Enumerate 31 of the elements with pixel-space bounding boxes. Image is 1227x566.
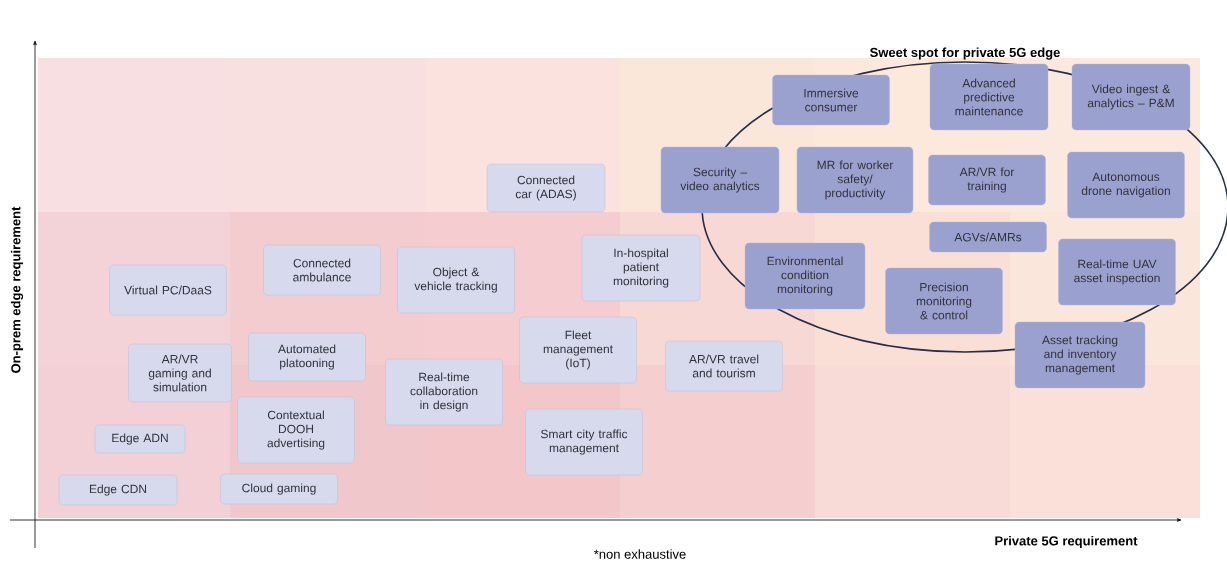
use-case-box: Edge CDN — [58, 474, 178, 506]
use-case-box: AR/VR for training — [928, 154, 1046, 206]
use-case-box: In-hospital patient monitoring — [581, 234, 701, 302]
use-case-box: Automated platooning — [248, 332, 366, 382]
use-case-box: AGVs/AMRs — [929, 221, 1047, 253]
use-case-box: Advanced predictive maintenance — [929, 63, 1049, 131]
use-case-box: Environmental condition monitoring — [744, 242, 866, 310]
footnote: *non exhaustive — [593, 549, 686, 559]
use-case-box: Security – video analytics — [660, 146, 780, 214]
use-case-box: Connected car (ADAS) — [486, 163, 606, 213]
use-case-box: Immersive consumer — [772, 74, 890, 126]
use-case-box: Smart city traffic management — [525, 408, 643, 476]
use-case-box: Video ingest & analytics – P&M — [1071, 63, 1191, 131]
use-case-box: Fleet management (IoT) — [519, 316, 637, 384]
use-case-box: AR/VR travel and tourism — [665, 340, 783, 392]
use-case-box: Autonomous drone navigation — [1067, 151, 1185, 219]
node-label: Sweet spot for private 5G edge — [870, 47, 1060, 60]
use-case-box: MR for worker safety/ productivity — [796, 146, 914, 214]
use-case-box: Object & vehicle tracking — [397, 246, 515, 314]
use-case-box: Contextual DOOH advertising — [237, 396, 355, 464]
use-case-box: Asset tracking and inventory management — [1014, 321, 1146, 389]
use-case-box: Virtual PC/DaaS — [109, 264, 227, 316]
use-case-box: Real-time UAV asset inspection — [1058, 238, 1176, 306]
use-case-box: Precision monitoring & control — [885, 267, 1003, 335]
use-case-box: Cloud gaming — [220, 473, 338, 505]
axis-label: On-prem edge requirement — [10, 206, 24, 373]
axis-label: Private 5G requirement — [995, 535, 1138, 549]
use-case-box: AR/VR gaming and simulation — [128, 343, 232, 403]
use-case-box: Real-time collaboration in design — [385, 358, 503, 426]
use-case-box: Edge ADN — [94, 424, 186, 454]
use-case-box: Connected ambulance — [263, 244, 381, 296]
